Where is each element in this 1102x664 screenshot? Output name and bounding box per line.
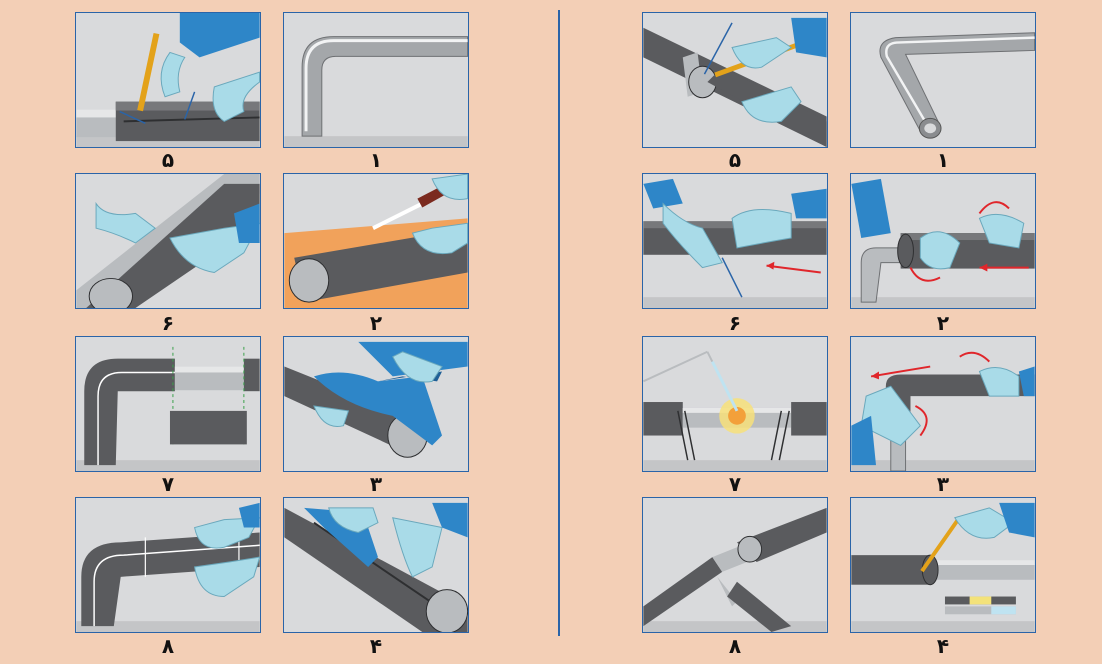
right-panel-1 xyxy=(850,12,1036,148)
right-panel-7 xyxy=(642,336,828,472)
right-panel-8 xyxy=(642,497,828,633)
left-panel-3 xyxy=(283,336,469,472)
right-panel-4 xyxy=(850,497,1036,633)
right-panel-2 xyxy=(850,173,1036,309)
right-step-1-label: ۱ xyxy=(936,148,950,172)
right-step-5-label: ۵ xyxy=(728,148,742,172)
left-step-6-label: ۶ xyxy=(161,311,175,335)
left-panel-6 xyxy=(75,173,261,309)
left-step-1-label: ۱ xyxy=(369,148,383,172)
left-step-7-label: ۷ xyxy=(161,472,175,496)
right-step-8-label: ۸ xyxy=(728,634,742,658)
right-panel-5 xyxy=(642,12,828,148)
left-step-3-label: ۳ xyxy=(369,472,383,496)
left-step-2-label: ۲ xyxy=(369,311,383,335)
right-step-6-label: ۶ xyxy=(728,311,742,335)
right-step-4-label: ۴ xyxy=(936,634,950,658)
left-step-4-label: ۴ xyxy=(369,634,383,658)
left-panel-7 xyxy=(75,336,261,472)
right-step-3-label: ۳ xyxy=(936,472,950,496)
left-panel-4 xyxy=(283,497,469,633)
left-step-8-label: ۸ xyxy=(161,634,175,658)
left-step-5-label: ۵ xyxy=(161,148,175,172)
right-step-2-label: ۲ xyxy=(936,311,950,335)
right-panel-6 xyxy=(642,173,828,309)
right-panel-3 xyxy=(850,336,1036,472)
center-divider xyxy=(558,10,560,636)
left-panel-5 xyxy=(75,12,261,148)
right-step-7-label: ۷ xyxy=(728,472,742,496)
left-panel-2 xyxy=(283,173,469,309)
left-panel-8 xyxy=(75,497,261,633)
left-panel-1 xyxy=(283,12,469,148)
